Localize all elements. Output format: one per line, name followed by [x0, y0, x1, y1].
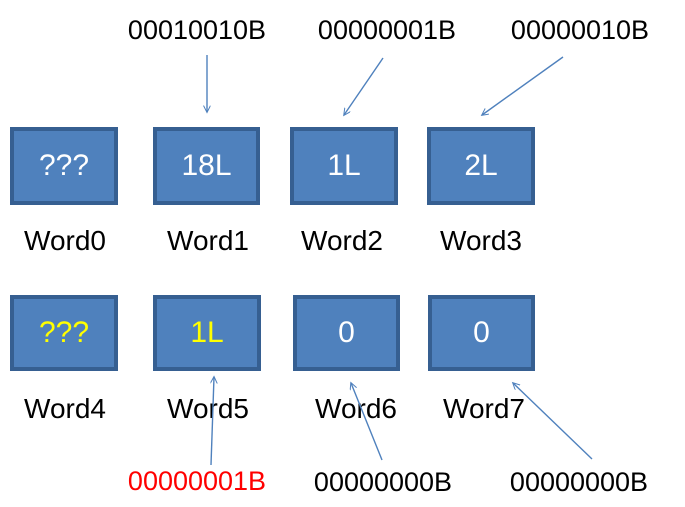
word5-label: Word5	[167, 393, 249, 424]
bottom-binary-label-word6: 00000000B	[313, 467, 453, 497]
arrow-to-word2	[344, 57, 384, 115]
word3-label: Word3	[440, 225, 522, 256]
top-binary-label-word2: 00000001B	[317, 15, 457, 45]
bottom-binary-label-word5: 00000001B	[127, 466, 267, 496]
word2-label: Word2	[301, 225, 383, 256]
top-binary-label-word3: 00000010B	[510, 15, 650, 45]
word6-label: Word6	[315, 393, 397, 424]
word6-box: 0	[293, 295, 400, 371]
word2-box: 1L	[290, 127, 398, 205]
word0-box: ???	[10, 127, 118, 205]
word4-box: ???	[10, 295, 118, 371]
word5-box: 1L	[153, 295, 261, 371]
top-binary-label-word1: 00010010B	[127, 15, 267, 45]
word0-label: Word0	[24, 225, 106, 256]
arrow-to-word3	[482, 56, 564, 115]
word7-box: 0	[428, 295, 535, 371]
word4-label: Word4	[24, 393, 106, 424]
word3-box: 2L	[427, 127, 535, 205]
word1-box: 18L	[153, 127, 260, 205]
word7-label: Word7	[443, 393, 525, 424]
word1-label: Word1	[167, 225, 249, 256]
bottom-binary-label-word7: 00000000B	[509, 467, 649, 497]
